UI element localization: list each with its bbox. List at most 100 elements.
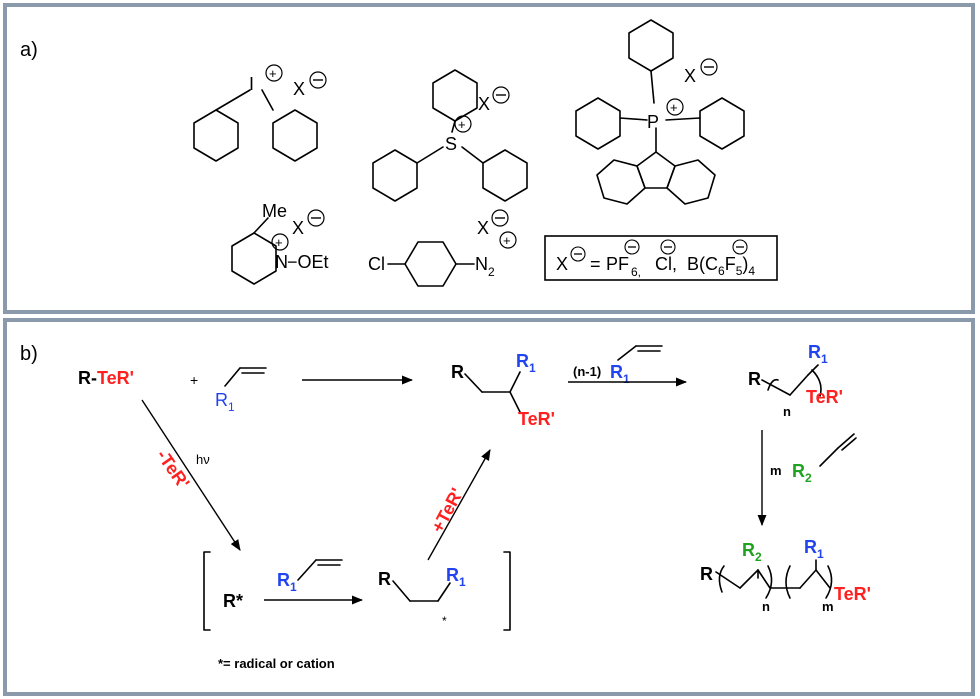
fluorene-five-ring <box>636 151 676 189</box>
borate-f: F <box>725 254 736 274</box>
minus-charge-icon <box>491 209 509 227</box>
chloro-label: Cl <box>368 254 385 274</box>
block-copolymer-product: R R2 n R1 m TeR' <box>700 537 871 614</box>
footnote: *= radical or cation <box>218 656 335 671</box>
phosphorus-label: P <box>647 112 659 132</box>
fluorenyl-triphenylphosphonium: P + X <box>575 19 745 205</box>
m-subscript: m <box>822 599 834 614</box>
triphenylsulfonium: S + X <box>372 69 528 202</box>
counterion-label: X <box>477 218 489 238</box>
minus-charge-icon <box>700 58 718 76</box>
nitrogen-label: N <box>275 252 288 272</box>
panel-a-frame <box>3 3 975 314</box>
anion-borate: B(C6F5)4 <box>687 254 755 278</box>
intermediate-bracket: R* R1 R R1 * <box>203 551 511 631</box>
radical-star: * <box>442 614 447 628</box>
borate-sub2: 5 <box>736 264 743 278</box>
n-subscript: n <box>762 599 770 614</box>
r1-label: R1 <box>516 351 536 375</box>
counterion-label: X <box>684 66 696 86</box>
borate-close: ) <box>742 254 748 274</box>
plus-charge-icon <box>271 233 289 251</box>
r-label: R <box>748 369 761 389</box>
counterion-label: X <box>292 218 304 238</box>
r2-label: R2 <box>742 540 762 564</box>
svg-text:+: + <box>503 233 511 248</box>
r1-label: R1 <box>215 390 235 414</box>
panel-b-frame <box>3 318 975 696</box>
diphenyliodonium: I + X <box>193 64 327 162</box>
r-label: R <box>78 368 91 388</box>
r-label: R <box>451 362 464 382</box>
fluorene-left-ring <box>596 159 646 205</box>
left-bracket <box>203 551 211 631</box>
iodine-label: I <box>249 74 254 94</box>
plus-charge-icon <box>265 64 283 82</box>
r-label: R <box>378 569 391 589</box>
minus-charge-icon <box>732 239 748 255</box>
plus-charge-icon <box>499 231 517 249</box>
adduct-product: R R1 TeR' <box>451 351 555 429</box>
oxyethyl-label: −OEt <box>287 252 329 272</box>
r2-label: R2 <box>792 461 812 485</box>
svg-text:+: + <box>458 117 466 132</box>
svg-text:+: + <box>269 66 277 81</box>
anion-cl: Cl, <box>655 254 677 274</box>
diazo-n-label: N <box>475 254 488 274</box>
r1-label: R1 <box>277 570 297 594</box>
plus-charge-icon <box>454 115 472 133</box>
monomer-r1-propagation: R1 <box>610 345 663 386</box>
homopolymer-product: R R1 n TeR' <box>748 342 843 419</box>
n-minus-1-label: (n-1) <box>573 364 601 379</box>
sulfur-label: S <box>445 134 457 154</box>
n-subscript: n <box>783 404 791 419</box>
borate-sub3: 4 <box>748 264 755 278</box>
phenyl-ring <box>193 109 239 162</box>
arrow-photoactivation <box>141 399 241 551</box>
plus-charge-icon <box>666 98 684 116</box>
minus-charge-icon <box>492 86 510 104</box>
counterion-label: X <box>293 79 305 99</box>
r-label: R <box>700 564 713 584</box>
right-bracket <box>503 551 511 631</box>
anion-legend-box: X = PF 6, Cl, B(C6F5)4 <box>544 235 778 281</box>
panel-a-label: a) <box>20 39 38 61</box>
reagent-r-tera: R-TeR' <box>78 368 134 388</box>
pyridine-ring <box>231 232 277 285</box>
ter-label: TeR' <box>806 387 843 407</box>
monomer-r1-intermediate: R1 <box>277 559 343 594</box>
r1-label: R1 <box>808 342 828 366</box>
minus-charge-icon <box>307 209 325 227</box>
ter-label: TeR' <box>97 368 134 388</box>
ethoxy-methylpyridinium: Me N −OEt + X <box>231 201 329 285</box>
m-label: m <box>770 463 782 478</box>
r-star-label: R* <box>223 591 243 611</box>
anion-pf-sub: 6, <box>631 265 641 279</box>
r1-label: R1 <box>610 362 630 386</box>
diazo-subscript: 2 <box>488 265 495 279</box>
arrow-trapping <box>427 449 491 561</box>
monomer-r1: R1 <box>215 367 267 414</box>
phenyl-ring <box>575 97 621 150</box>
hv-label: hν <box>196 452 210 467</box>
minus-charge-icon <box>309 71 327 89</box>
r1-label: R1 <box>446 565 466 589</box>
chlorobenzenediazonium: Cl N 2 + X <box>368 209 517 287</box>
minus-charge-icon <box>624 239 640 255</box>
phenyl-ring <box>699 97 745 150</box>
counterion-label: X <box>478 94 490 114</box>
ter-label: TeR' <box>834 584 871 604</box>
panel-b-label: b) <box>20 343 38 365</box>
methyl-label: Me <box>262 201 287 221</box>
minus-charge-icon <box>660 239 676 255</box>
phenyl-ring <box>272 109 318 162</box>
monomer-r2: R2 <box>792 433 857 485</box>
dash-label: - <box>91 368 97 388</box>
anion-x-label: X <box>556 254 568 274</box>
minus-charge-icon <box>570 246 586 262</box>
ter-label: TeR' <box>518 409 555 429</box>
svg-text:+: + <box>275 235 283 250</box>
r1-label: R1 <box>804 537 824 561</box>
fluorene-right-ring <box>666 159 716 205</box>
